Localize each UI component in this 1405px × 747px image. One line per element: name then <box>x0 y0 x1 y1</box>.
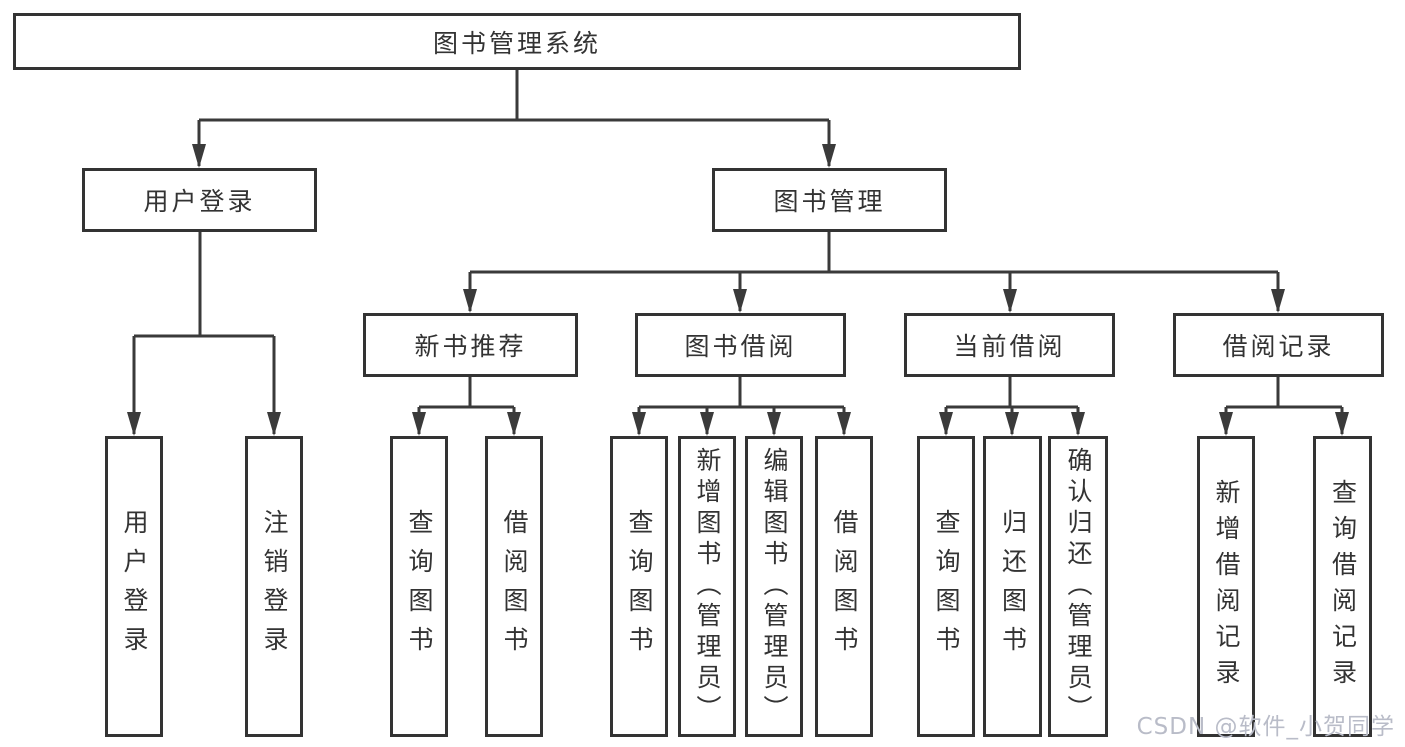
arrow-down-icon <box>1335 412 1349 436</box>
arrow-down-icon <box>1003 289 1017 313</box>
leaf-confirm-return-admin: 确认归还（管理员） <box>1048 436 1108 737</box>
connector-current-borrowing-children <box>939 377 1085 436</box>
leaf-query-books-recommend: 查询图书 <box>390 436 448 737</box>
node-user-login: 用户登录 <box>82 168 317 232</box>
leaf-user-login: 用户登录 <box>105 436 163 737</box>
leaf-edit-books-admin: 编辑图书（管理员） <box>745 436 803 737</box>
connector-borrowing-records-children <box>1219 377 1349 436</box>
leaf-query-books-borrowing: 查询图书 <box>610 436 668 737</box>
node-library-system: 图书管理系统 <box>13 13 1021 70</box>
leaf-logout: 注销登录 <box>245 436 303 737</box>
arrow-down-icon <box>700 412 714 436</box>
arrow-down-icon <box>1271 289 1285 313</box>
arrow-down-icon <box>939 412 953 436</box>
node-current-borrowing: 当前借阅 <box>904 313 1115 377</box>
arrow-down-icon <box>507 412 521 436</box>
arrow-down-icon <box>412 412 426 436</box>
leaf-add-books-admin: 新增图书（管理员） <box>678 436 736 737</box>
arrow-down-icon <box>837 412 851 436</box>
connector-user-login-children <box>127 232 281 436</box>
arrow-down-icon <box>822 144 836 168</box>
watermark: CSDN @软件_小贺同学 <box>1136 714 1395 740</box>
arrow-down-icon <box>1005 412 1019 436</box>
connector-book-management-children <box>463 232 1285 313</box>
leaf-borrow-books-recommend: 借阅图书 <box>485 436 543 737</box>
arrow-down-icon <box>632 412 646 436</box>
arrow-down-icon <box>767 412 781 436</box>
node-new-book-recommend: 新书推荐 <box>363 313 578 377</box>
arrow-down-icon <box>267 412 281 436</box>
arrow-down-icon <box>463 289 477 313</box>
arrow-down-icon <box>1071 412 1085 436</box>
connector-new-book-recommend-children <box>412 377 521 436</box>
leaf-borrow-books-borrowing: 借阅图书 <box>815 436 873 737</box>
leaf-query-books-current: 查询图书 <box>917 436 975 737</box>
leaf-add-borrow-record: 新增借阅记录 <box>1197 436 1255 737</box>
arrow-down-icon <box>733 289 747 313</box>
arrow-down-icon <box>1219 412 1233 436</box>
node-book-management: 图书管理 <box>712 168 947 232</box>
connector-book-borrowing-children <box>632 377 851 436</box>
arrow-down-icon <box>192 144 206 168</box>
arrow-down-icon <box>127 412 141 436</box>
connector-root-to-level2 <box>192 70 836 168</box>
node-borrowing-records: 借阅记录 <box>1173 313 1384 377</box>
node-book-borrowing: 图书借阅 <box>635 313 846 377</box>
leaf-query-borrow-record: 查询借阅记录 <box>1313 436 1372 737</box>
leaf-return-books: 归还图书 <box>983 436 1042 737</box>
